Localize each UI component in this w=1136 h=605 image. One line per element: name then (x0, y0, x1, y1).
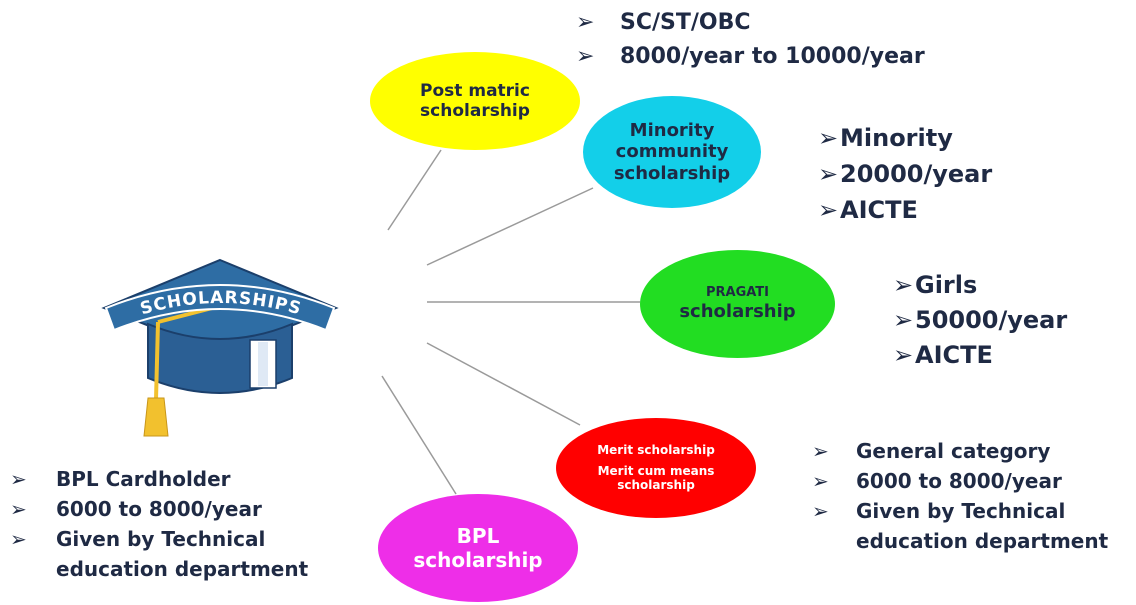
connector-merit (426, 342, 581, 426)
detail-text: AICTE (915, 341, 993, 369)
detail-item: education department (812, 526, 1108, 556)
detail-item: ➢ 6000 to 8000/year (10, 494, 308, 524)
bubble-label-line: PRAGATI (705, 285, 770, 301)
connector-minority (426, 187, 594, 266)
bubble-label-line: scholarship (613, 162, 731, 184)
bubble-label-line: Merit cum means (597, 463, 715, 478)
bubble-label-line: community (615, 141, 729, 163)
detail-text: Minority (840, 124, 953, 152)
bpl-bubble: BPL scholarship (378, 494, 578, 602)
detail-item: ➢ Given by Technical (812, 496, 1108, 526)
merit-bubble: Merit scholarship Merit cum means schola… (556, 418, 756, 518)
detail-text: 50000/year (915, 306, 1068, 334)
detail-item: ➢Girls (893, 268, 1067, 303)
bubble-label-line: Minority (629, 119, 715, 141)
arrow-bullet-icon: ➢ (893, 341, 914, 369)
detail-text: education department (856, 529, 1109, 553)
detail-text: 8000/year to 10000/year (620, 44, 925, 69)
minority-bubble: Minority community scholarship (583, 96, 761, 208)
detail-text: 20000/year (840, 160, 993, 188)
arrow-bullet-icon: ➢ (818, 160, 839, 188)
bubble-label-line: scholarship (679, 301, 796, 322)
detail-item: ➢AICTE (893, 338, 1067, 373)
bubble-label-line: scholarship (413, 548, 543, 572)
bubble-label-line: scholarship (420, 101, 530, 121)
merit-details: ➢ General category ➢ 6000 to 8000/year ➢ Gi… (812, 436, 1108, 556)
arrow-bullet-icon: ➢ (818, 196, 839, 224)
detail-text: Given by Technical (56, 527, 266, 551)
bubble-label-line: Post matric (420, 80, 530, 101)
arrow-bullet-icon: ➢ (893, 271, 914, 299)
bubble-label-line: Merit scholarship (597, 443, 715, 458)
detail-item: ➢ Given by Technical (10, 524, 308, 554)
arrow-bullet-icon: ➢ (10, 497, 27, 521)
detail-item: ➢ 8000/year to 10000/year (576, 40, 925, 74)
arrow-bullet-icon: ➢ (576, 10, 595, 35)
detail-item: ➢AICTE (818, 192, 992, 228)
detail-text: education department (56, 557, 309, 581)
detail-text: SC/ST/OBC (620, 10, 751, 35)
detail-text: BPL Cardholder (56, 467, 231, 491)
detail-text: Given by Technical (856, 499, 1066, 523)
arrow-bullet-icon: ➢ (812, 439, 829, 463)
detail-text: Girls (915, 271, 978, 299)
detail-text: 6000 to 8000/year (856, 469, 1062, 493)
arrow-bullet-icon: ➢ (818, 124, 839, 152)
arrow-bullet-icon: ➢ (812, 469, 829, 493)
arrow-bullet-icon: ➢ (812, 499, 829, 523)
graduation-cap-icon: SCHOLARSHIPS (101, 258, 339, 437)
detail-item: ➢Minority (818, 120, 992, 156)
bpl-details: ➢ BPL Cardholder ➢ 6000 to 8000/year ➢ Give… (10, 464, 308, 584)
post-matric-details: ➢ SC/ST/OBC ➢ 8000/year to 10000/year (576, 6, 925, 74)
arrow-bullet-icon: ➢ (10, 467, 27, 491)
bubble-label-line: scholarship (617, 478, 695, 493)
detail-item: ➢ BPL Cardholder (10, 464, 308, 494)
connector-bpl (381, 375, 457, 495)
detail-text: 6000 to 8000/year (56, 497, 262, 521)
arrow-bullet-icon: ➢ (893, 306, 914, 334)
detail-item: ➢ General category (812, 436, 1108, 466)
arrow-bullet-icon: ➢ (10, 527, 27, 551)
pragati-details: ➢Girls ➢50000/year ➢AICTE (893, 268, 1067, 373)
detail-item: ➢50000/year (893, 303, 1067, 338)
minority-details: ➢Minority ➢20000/year ➢AICTE (818, 120, 992, 228)
detail-item: ➢ SC/ST/OBC (576, 6, 925, 40)
detail-text: AICTE (840, 196, 918, 224)
connector-post-matric (387, 149, 442, 231)
post-matric-bubble: Post matric scholarship (370, 52, 580, 150)
detail-text: General category (856, 439, 1051, 463)
detail-item: ➢20000/year (818, 156, 992, 192)
pragati-bubble: PRAGATI scholarship (640, 250, 835, 358)
detail-item: ➢ 6000 to 8000/year (812, 466, 1108, 496)
arrow-bullet-icon: ➢ (576, 44, 595, 69)
bubble-label-line: BPL (456, 524, 500, 548)
detail-item: education department (10, 554, 308, 584)
